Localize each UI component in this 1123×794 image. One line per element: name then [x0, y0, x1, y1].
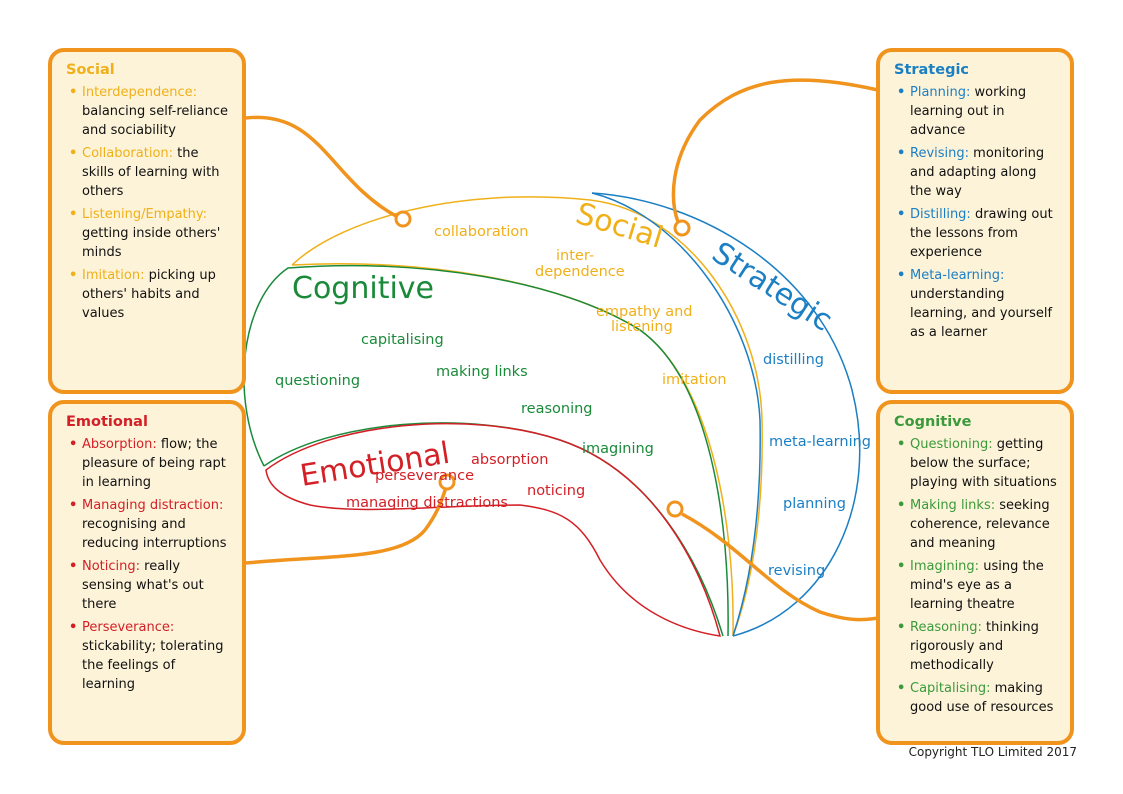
emotional-connector — [245, 487, 448, 565]
social-connector — [245, 115, 397, 218]
bullet-icon: • — [69, 268, 78, 283]
emotional-segment-title: Emotional — [298, 436, 452, 494]
word-questioning: questioning — [275, 373, 360, 389]
word-empathy-2: listening — [611, 319, 673, 335]
bullet-icon: • — [69, 559, 78, 574]
emotional-segment-outline — [265, 422, 722, 637]
social-box-list: •Interdependence: balancing self-relianc… — [66, 83, 232, 323]
word-capitalising: capitalising — [361, 332, 444, 348]
bullet-icon: • — [897, 85, 906, 100]
list-item: •Making links: seeking coherence, releva… — [897, 498, 1050, 551]
word-making-links: making links — [436, 364, 528, 380]
strategic-segment-inner-edge — [591, 192, 761, 637]
list-item: •Reasoning: thinking rigorously and meth… — [897, 620, 1039, 673]
list-item: •Planning: working learning out in advan… — [897, 85, 1027, 138]
word-reasoning: reasoning — [521, 401, 593, 417]
cognitive-connector-node — [666, 500, 684, 518]
list-item: •Noticing: really sensing what's out the… — [69, 559, 204, 612]
list-item: •Imitation: picking up others' habits an… — [69, 268, 216, 321]
bullet-icon: • — [897, 498, 906, 513]
bullet-icon: • — [897, 268, 906, 283]
cognitive-box-list: •Questioning: getting below the surface;… — [894, 435, 1060, 717]
bullet-icon: • — [69, 437, 78, 452]
word-meta-learning: meta-learning — [769, 434, 871, 450]
list-item: •Distilling: drawing out the lessons fro… — [897, 207, 1053, 260]
bullet-icon: • — [897, 681, 906, 696]
cognitive-segment-outline — [243, 264, 729, 637]
strategic-connector-node — [673, 219, 691, 237]
word-planning: planning — [783, 496, 846, 512]
word-interdependence-2: dependence — [535, 264, 625, 280]
social-box-title: Social — [66, 62, 115, 78]
list-item: •Absorption: flow; the pleasure of being… — [69, 437, 226, 490]
cognitive-segment-title: Cognitive — [292, 271, 434, 306]
strategic-box-title: Strategic — [894, 62, 970, 78]
strategic-connector — [671, 78, 879, 223]
bullet-icon: • — [69, 620, 78, 635]
strategic-segment-title: Strategic — [706, 235, 839, 338]
list-item: •Perseverance: stickability; tolerating … — [69, 620, 224, 692]
cognitive-box-title: Cognitive — [894, 414, 972, 430]
social-segment-outline — [291, 196, 763, 637]
word-imagining: imagining — [582, 441, 654, 457]
word-empathy-1: empathy and — [596, 304, 692, 320]
word-absorption: absorption — [471, 452, 548, 468]
emotional-connector-node — [438, 473, 456, 491]
bullet-icon: • — [69, 498, 78, 513]
bullet-icon: • — [897, 146, 906, 161]
copyright-text: Copyright TLO Limited 2017 — [908, 745, 1077, 759]
list-item: •Collaboration: the skills of learning w… — [69, 146, 220, 199]
word-noticing: noticing — [527, 483, 585, 499]
emotional-box: Emotional •Absorption: flow; the pleasur… — [48, 400, 246, 745]
list-item: •Listening/Empathy: getting inside other… — [69, 207, 221, 260]
strategic-box-list: •Planning: working learning out in advan… — [894, 83, 1060, 342]
social-box: Social •Interdependence: balancing self-… — [48, 48, 246, 394]
list-item: •Managing distraction: recognising and r… — [69, 498, 227, 551]
bullet-icon: • — [897, 437, 906, 452]
list-item: •Meta-learning: understanding learning, … — [897, 268, 1053, 340]
bullet-icon: • — [69, 207, 78, 222]
social-connector-node — [394, 210, 412, 228]
word-imitation: imitation — [662, 372, 727, 388]
bullet-icon: • — [69, 85, 78, 100]
list-item: •Imagining: using the mind's eye as a le… — [897, 559, 1044, 612]
bullet-icon: • — [897, 207, 906, 222]
list-item: •Interdependence: balancing self-relianc… — [69, 85, 228, 138]
emotional-box-title: Emotional — [66, 414, 148, 430]
word-interdependence-1: inter- — [556, 248, 594, 264]
word-distilling: distilling — [763, 352, 824, 368]
bullet-icon: • — [69, 146, 78, 161]
strategic-box: Strategic •Planning: working learning ou… — [876, 48, 1074, 394]
cognitive-box: Cognitive •Questioning: getting below th… — [876, 400, 1074, 745]
word-collaboration: collaboration — [434, 224, 528, 240]
bullet-icon: • — [897, 559, 906, 574]
word-revising: revising — [768, 563, 825, 579]
emotional-box-list: •Absorption: flow; the pleasure of being… — [66, 435, 232, 694]
strategic-segment-outline — [591, 192, 861, 637]
word-perseverance: perseverance — [375, 468, 474, 484]
list-item: •Revising: monitoring and adapting along… — [897, 146, 1045, 199]
list-item: •Capitalising: making good use of resour… — [897, 681, 1054, 715]
bullet-icon: • — [897, 620, 906, 635]
cognitive-connector — [681, 512, 879, 622]
social-segment-title: Social — [572, 196, 667, 255]
word-managing-distractions: managing distractions — [346, 495, 508, 511]
list-item: •Questioning: getting below the surface;… — [897, 437, 1057, 490]
